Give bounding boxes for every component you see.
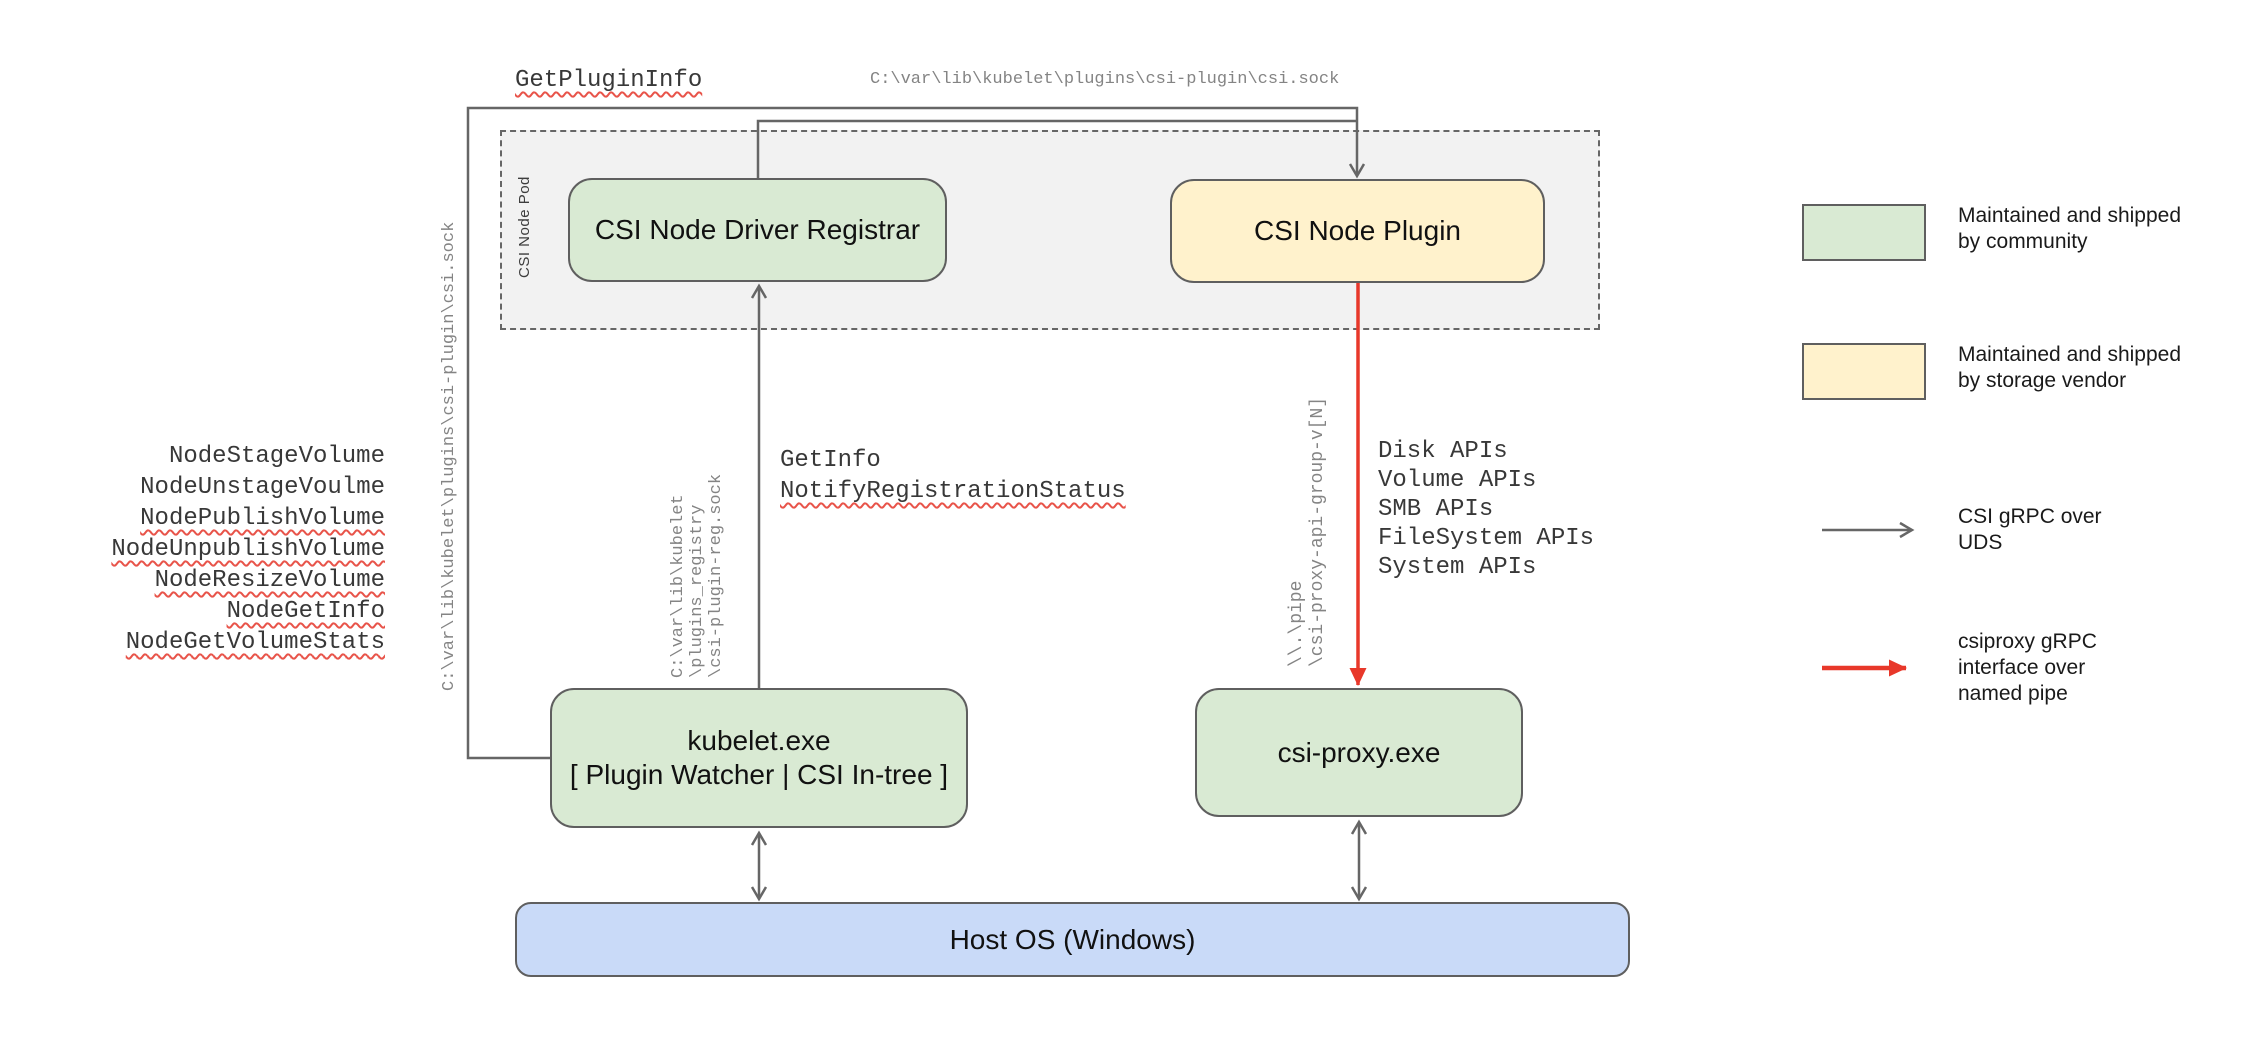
- node-rpc-item: NodeStageVolume: [168, 443, 385, 470]
- kubelet-label-line1: kubelet.exe: [687, 725, 831, 756]
- csi-node-driver-registrar-label: CSI Node Driver Registrar: [594, 214, 921, 245]
- get-plugin-info-annotation: GetPluginInfo: [515, 67, 703, 94]
- proxy-api-item: Disk APIs: [1378, 438, 1508, 465]
- registrar-rpc-list: GetInfo NotifyRegistrationStatus: [780, 445, 1126, 507]
- node-rpc-list: NodeStageVolume NodeUnstageVoulme NodePu…: [60, 441, 385, 658]
- registration-sock-path-annotation: C:\var\lib\kubelet \plugins_registry \cs…: [669, 474, 726, 678]
- uds-connector-kubelet-to-plugin: [466, 106, 1366, 760]
- csi-node-plugin-box: CSI Node Plugin: [1170, 179, 1545, 283]
- csi-node-plugin-label: CSI Node Plugin: [1253, 215, 1461, 246]
- csi-proxy-box: csi-proxy.exe: [1195, 688, 1523, 817]
- proxy-api-item: FileSystem APIs: [1378, 525, 1595, 552]
- csi-node-driver-registrar-box: CSI Node Driver Registrar: [568, 178, 947, 282]
- csi-proxy-label: csi-proxy.exe: [1277, 736, 1441, 768]
- kubelet-box: kubelet.exe [ Plugin Watcher | CSI In-tr…: [550, 688, 968, 828]
- registration-sock-path-line: \csi-plugin-reg.sock: [707, 473, 726, 678]
- registrar-rpc-item: NotifyRegistrationStatus: [780, 478, 1126, 505]
- proxy-api-item: SMB APIs: [1378, 496, 1494, 523]
- named-pipe-path-annotation: \\.\pipe \csi-proxy-api-group-v[N]: [1287, 397, 1329, 667]
- host-os-box: Host OS (Windows): [515, 902, 1630, 977]
- proxy-api-item: Volume APIs: [1378, 467, 1537, 494]
- kubelet-label-line2: [ Plugin Watcher | CSI In-tree ]: [569, 759, 949, 790]
- registration-sock-path-line: C:\var\lib\kubelet: [669, 494, 688, 678]
- uds-connector-registrar-to-plugin: [756, 119, 1357, 178]
- csi-sock-path-annotation-top: C:\var\lib\kubelet\plugins\csi-plugin\cs…: [870, 70, 1340, 89]
- legend-vendor-label: Maintained and shipped by storage vendor: [1958, 343, 2182, 392]
- node-rpc-item: NodePublishVolume: [140, 505, 385, 532]
- node-rpc-item: NodeResizeVolume: [154, 567, 385, 594]
- node-rpc-item: NodeGetInfo: [226, 598, 385, 625]
- legend-community-swatch: [1802, 204, 1926, 261]
- host-os-label: Host OS (Windows): [949, 923, 1196, 955]
- registrar-rpc-item: GetInfo: [780, 447, 881, 474]
- csi-sock-path-annotation-left: C:\var\lib\kubelet\plugins\csi-plugin\cs…: [440, 221, 459, 691]
- legend-uds-label: CSI gRPC over UDS: [1958, 505, 2102, 554]
- named-pipe-path-line: \\.\pipe: [1287, 580, 1307, 667]
- proxy-api-list: Disk APIs Volume APIs SMB APIs FileSyste…: [1378, 437, 1594, 582]
- node-rpc-item: NodeUnpublishVolume: [111, 536, 385, 563]
- proxy-api-item: System APIs: [1378, 554, 1537, 581]
- legend-named-pipe-label: csiproxy gRPC interface over named pipe: [1958, 630, 2097, 705]
- registration-sock-path-line: \plugins_registry: [688, 504, 707, 678]
- node-rpc-item: NodeGetVolumeStats: [125, 629, 385, 656]
- named-pipe-path-line: \csi-proxy-api-group-v[N]: [1308, 396, 1328, 667]
- node-rpc-item: NodeUnstageVoulme: [140, 474, 385, 501]
- legend-community-label: Maintained and shipped by community: [1958, 204, 2182, 253]
- legend-vendor-swatch: [1802, 343, 1926, 400]
